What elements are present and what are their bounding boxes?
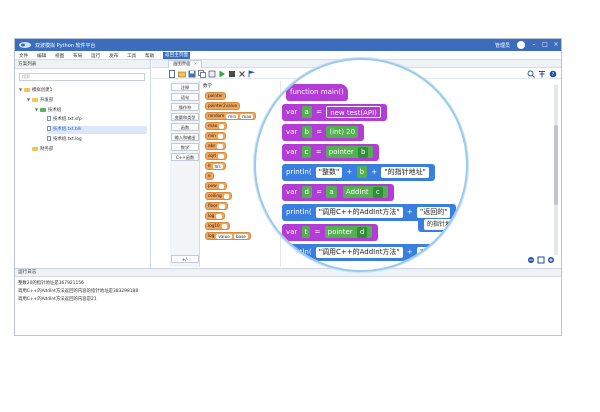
close-tab-icon[interactable]: × (193, 62, 198, 67)
workspace-scrollbar[interactable] (554, 85, 558, 255)
close-icon[interactable] (238, 70, 246, 78)
log-panel: 运行日志 整数20的指针地址是367921156 调用C++的AddInt方法返… (15, 268, 561, 335)
menu-bar: 文件 编辑 视图 布局 运行 发布 工具 帮助 返回主页面 (15, 51, 561, 60)
file-icon (47, 126, 51, 131)
stop-icon[interactable] (228, 70, 236, 78)
menu-publish[interactable]: 发布 (109, 54, 119, 59)
user-avatar-icon[interactable] (517, 41, 525, 49)
category-operator[interactable]: 操作符 (171, 103, 199, 111)
flag-icon[interactable] (248, 70, 256, 78)
category-toggle-button[interactable]: +/- (171, 255, 199, 263)
println-block[interactable]: println( "调用C++的AddInt方法" + "返回的" (282, 204, 457, 221)
file-icon (47, 116, 51, 121)
category-statement[interactable]: 语句 (171, 93, 199, 101)
help-icon[interactable]: ? (549, 70, 557, 78)
log-line: 调用C++的AddInt方法返回的内容的指针地址是383298188 (18, 289, 139, 294)
folder-icon (32, 97, 38, 102)
var-block[interactable]: var c = pointer b (282, 144, 380, 161)
user-name[interactable]: 管理员 (495, 43, 511, 49)
zoom-out-icon[interactable] (527, 256, 535, 264)
log-panel-title: 运行日志 (15, 269, 561, 277)
tree-item-tech[interactable]: ▼技术组 (35, 107, 62, 113)
palette-block[interactable]: abs (205, 142, 226, 150)
file-new-icon[interactable] (168, 70, 176, 78)
palette-block[interactable]: pointer (205, 92, 226, 100)
chevron-down-icon[interactable]: ▼ (19, 87, 23, 92)
minimize-button[interactable]: – (532, 41, 536, 48)
palette-title: 数学 (203, 84, 212, 89)
println-block-partial[interactable]: 的指针地址" (418, 218, 466, 232)
menu-run[interactable]: 运行 (91, 54, 101, 59)
palette-block[interactable]: floor (205, 202, 228, 210)
project-panel-title: 方案列表 (15, 60, 150, 69)
var-block[interactable]: var t = pointer d (282, 224, 379, 241)
folder-icon (40, 107, 46, 112)
var-block[interactable]: var d = a AddInt c (282, 184, 394, 201)
var-block[interactable]: var a = new test(API) (282, 104, 387, 121)
tree-item-root[interactable]: ▼模拟创建1 (19, 87, 53, 93)
palette-block[interactable]: pow (205, 182, 227, 190)
zoom-icon[interactable] (527, 70, 535, 78)
project-panel: 方案列表 搜索 ▼模拟创建1 ▼开发部 ▼技术组 技术组.txt.sfp 技术组… (15, 60, 151, 268)
undo-icon[interactable] (208, 70, 216, 78)
app-logo-icon (19, 42, 31, 48)
title-bar: 双波模拟 Python 软件平台 管理员 – □ × (15, 39, 561, 51)
menu-help[interactable]: 帮助 (145, 54, 155, 59)
println-block[interactable]: println( "调用C++的AddInt方法" + "返回 (282, 244, 447, 261)
println-block[interactable]: println( "整数" + b + "的指针地址" (282, 164, 435, 181)
pin-icon[interactable] (538, 70, 546, 78)
block-categories: 注释 语句 操作符 变量和类型 函数 输入和输出 数学 C++函数 +/- (170, 81, 200, 267)
palette-block[interactable]: pointer2value (205, 102, 241, 110)
menu-layout[interactable]: 布局 (73, 54, 83, 59)
open-icon[interactable] (178, 70, 186, 78)
copy-icon[interactable] (198, 70, 206, 78)
palette-block[interactable]: log (205, 212, 225, 220)
category-variables[interactable]: 变量和类型 (171, 113, 199, 121)
file-icon (47, 136, 51, 141)
folder-icon (32, 146, 38, 151)
close-window-button[interactable]: × (553, 41, 559, 48)
log-line: 调用C++的AddInt方法返回的内容是21 (18, 297, 97, 302)
menu-edit[interactable]: 编辑 (37, 54, 47, 59)
run-icon[interactable] (218, 70, 226, 78)
chevron-down-icon[interactable]: ▼ (27, 97, 31, 102)
chevron-down-icon[interactable]: ▼ (35, 107, 39, 112)
project-search-input[interactable]: 搜索 (19, 73, 145, 81)
tree-item-file[interactable]: 技术组.txt.log (47, 136, 147, 144)
app-title: 双波模拟 Python 软件平台 (35, 43, 96, 49)
menu-tools[interactable]: 工具 (127, 54, 137, 59)
category-cpp-functions[interactable]: C++函数 (171, 153, 199, 161)
save-icon[interactable] (188, 70, 196, 78)
category-functions[interactable]: 函数 (171, 123, 199, 131)
tree-item-file-selected[interactable]: 技术组.txt.blk (47, 126, 147, 134)
back-home-button[interactable]: 返回主页面 (163, 52, 190, 59)
palette-block[interactable]: e (205, 172, 214, 180)
menu-view[interactable]: 视图 (55, 54, 65, 59)
category-math[interactable]: 数学 (171, 143, 199, 151)
tree-item-file[interactable]: 技术组.txt.sfp (47, 116, 147, 124)
magnifier-lens: function main() var a = new test(API) va… (254, 58, 468, 272)
palette-block[interactable]: log10 (205, 222, 231, 230)
tree-item-dev[interactable]: ▼开发部 (27, 97, 54, 103)
palette-block[interactable]: min (205, 132, 227, 140)
var-block[interactable]: var b = (int) 20 (282, 124, 365, 141)
category-io[interactable]: 输入和输出 (171, 133, 199, 141)
log-line: 整数20的指针地址是367921156 (18, 281, 84, 286)
maximize-button[interactable]: □ (542, 41, 548, 48)
zoom-in-icon[interactable] (547, 256, 555, 264)
fit-icon[interactable] (537, 256, 545, 264)
svg-text:?: ? (552, 72, 555, 78)
tab-canvas[interactable]: 画图界面× (168, 60, 203, 68)
category-comment[interactable]: 注释 (171, 83, 199, 91)
menu-file[interactable]: 文件 (19, 54, 29, 59)
function-header-block[interactable]: function main() (286, 84, 348, 101)
tree-item-finance[interactable]: 财务部 (27, 146, 147, 154)
palette-block[interactable]: sqrt (205, 152, 227, 160)
folder-icon (24, 87, 30, 92)
palette-block[interactable]: ceiling (205, 192, 233, 200)
palette-block[interactable]: max (205, 122, 228, 130)
